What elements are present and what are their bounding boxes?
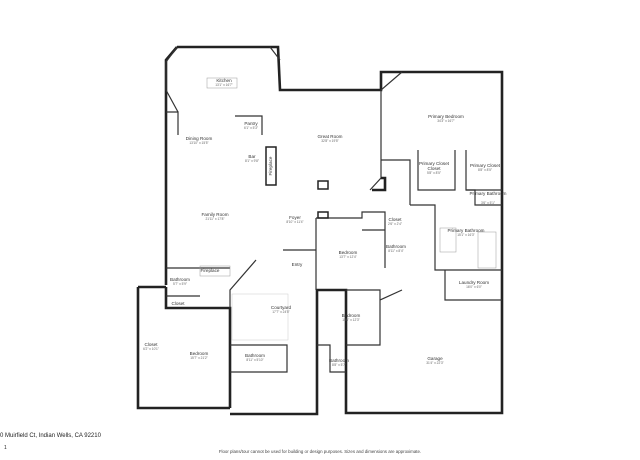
room-dimension: 2'6" x 2'4" <box>388 222 402 226</box>
room-dimension: 34'3" x 16'7" <box>437 119 454 123</box>
page-number: 1 <box>4 445 7 451</box>
room-label: Kitchen <box>216 78 232 83</box>
room-label: Dining Room <box>186 136 213 141</box>
room-label: Foyer <box>289 215 301 220</box>
room-dimension: 8'8" x 5'7" <box>332 363 346 367</box>
room-label: Primary Bathroom <box>447 228 484 233</box>
room-label: Entry <box>292 262 303 267</box>
room-dimension: 8'11" x 5'10" <box>246 358 263 362</box>
room-dimension: 21'11" x 17'8" <box>205 217 224 221</box>
floor-plan: Kitchen 13'1" x 16'7" Pantry 6'1" x 5'3"… <box>136 45 507 416</box>
room-dimension: 15'7" x 21'2" <box>190 356 207 360</box>
interior-walls <box>166 71 502 373</box>
room-label: Primary Bathroom <box>469 191 506 196</box>
room-label: Primary Closet <box>419 161 450 166</box>
room-dimension: 31'4" x 22'3" <box>426 361 443 365</box>
room-dimension: 15'1" x 16'3" <box>457 233 474 237</box>
room-label: Closet <box>144 342 158 347</box>
room-dimension: 3'6" x 5'1" <box>481 201 495 205</box>
room-dimension: 8'10" x 11'4" <box>286 220 303 224</box>
room-label: Fireplace <box>268 156 273 175</box>
room-label: Fireplace <box>201 268 220 273</box>
room-labels: Kitchen 13'1" x 16'7" Pantry 6'1" x 5'3"… <box>143 78 507 367</box>
room-label: Closet <box>171 301 185 306</box>
room-label: Bathroom <box>170 277 190 282</box>
room-label: Bedroom <box>190 351 209 356</box>
room-dimension: 17'7" x 24'5" <box>272 310 289 314</box>
room-dimension: 5'7" x 5'9" <box>173 282 187 286</box>
room-label: Laundry Room <box>459 280 489 285</box>
room-label: Bedroom <box>339 250 358 255</box>
fixtures <box>199 77 497 341</box>
room-dimension: 6'1" x 5'3" <box>244 126 258 130</box>
exterior-walls <box>136 45 504 416</box>
room-label: Closet <box>388 217 402 222</box>
room-dimension: 13'1" x 16'7" <box>215 83 232 87</box>
room-dimension: 5'8" x 8'5" <box>427 171 441 175</box>
room-dimension: 8'1" x 9'8" <box>245 159 259 163</box>
room-label: Garage <box>427 356 443 361</box>
room-label-line2: Closet <box>427 166 441 171</box>
room-dimension: 15'6" x 12'3" <box>342 318 359 322</box>
property-address: 0 Muirfield Ct, Indian Wells, CA 92210 <box>0 433 101 439</box>
room-label: Bathroom <box>386 244 406 249</box>
room-dimension: 16'0" x 6'0" <box>466 285 482 289</box>
room-dimension: 8'8" x 8'5" <box>478 168 492 172</box>
room-label: Great Room <box>317 134 342 139</box>
room-dimension: 6'2" x 10'1" <box>143 347 159 351</box>
room-dimension: 13'7" x 12'4" <box>339 255 356 259</box>
room-label: Bar <box>248 154 256 159</box>
room-label: Bathroom <box>329 358 349 363</box>
room-label: Bathroom <box>245 353 265 358</box>
room-label: Bedroom <box>342 313 361 318</box>
room-label: Courtyard <box>271 305 292 310</box>
room-label: Primary Bedroom <box>428 114 464 119</box>
room-dimension: 8'11" x 8'4" <box>388 249 403 253</box>
room-dimension: 13'10" x 15'5" <box>189 141 208 145</box>
room-dimension: 32'8" x 19'5" <box>321 139 338 143</box>
room-label: Family Room <box>201 212 228 217</box>
room-label: Primary Closet <box>470 163 501 168</box>
disclaimer-text: Floor plans/tour cannot be used for buil… <box>218 449 422 454</box>
room-label: Pantry <box>244 121 258 126</box>
